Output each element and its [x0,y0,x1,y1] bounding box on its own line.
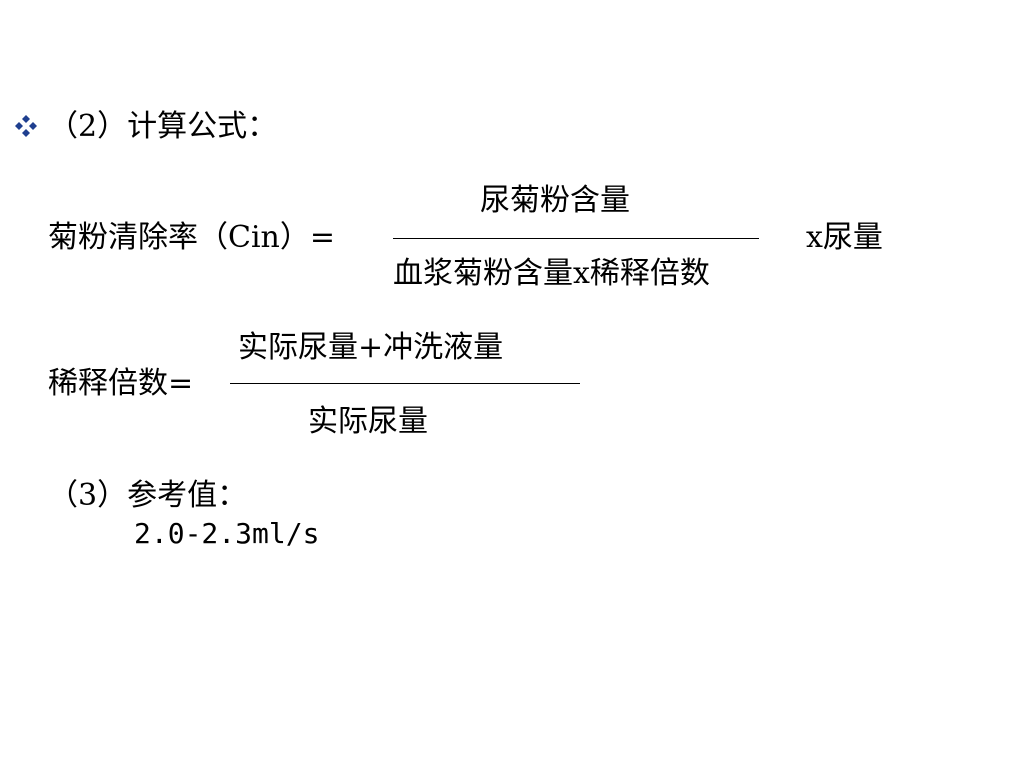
formula2-denominator: 实际尿量 [308,404,428,439]
formula2-numerator: 实际尿量+冲洗液量 [238,330,504,365]
diamond-bullet-icon [15,115,37,137]
reference-label: （3）参考值： [48,478,248,513]
formula1-fraction-bar [393,238,759,239]
formula1-lhs: 菊粉清除率（Cin）= [48,220,336,255]
formula2-lhs: 稀释倍数= [48,366,194,401]
formula1-denominator: 血浆菊粉含量x稀释倍数 [393,256,710,291]
section-heading: （2）计算公式： [48,109,278,144]
reference-value: 2.0-2.3ml/s [134,517,320,550]
formula1-numerator: 尿菊粉含量 [480,183,630,218]
formula1-multiplier: x尿量 [806,220,883,255]
formula2-fraction-bar [230,383,580,384]
